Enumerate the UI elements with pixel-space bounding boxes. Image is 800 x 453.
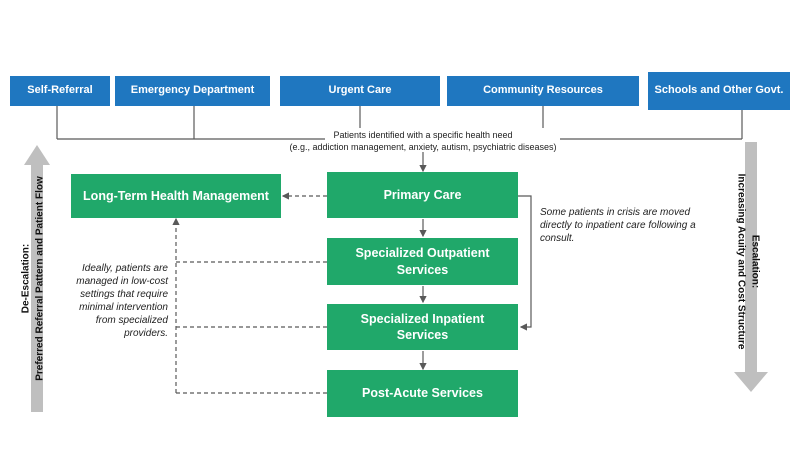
- deescalation-label-line2: Preferred Referral Pattern and Patient F…: [34, 176, 45, 381]
- escalation-label-line1: Escalation:: [749, 234, 761, 289]
- primary-care-box: Primary Care: [327, 172, 518, 218]
- escalation-label-line2: Increasing Acuity and Cost Structure: [736, 173, 747, 350]
- source-community-resources: Community Resources: [447, 76, 639, 106]
- deescalation-arrow: [24, 145, 50, 412]
- source-urgent-care: Urgent Care: [280, 76, 440, 106]
- ideal-note: Ideally, patients are managed in low-cos…: [76, 263, 168, 339]
- intake-note-line1: Patients identified with a specific heal…: [333, 130, 513, 140]
- intake-note-line2: (e.g., addiction management, anxiety, au…: [289, 141, 557, 152]
- crisis-note: Some patients in crisis are moved direct…: [540, 207, 696, 244]
- crisis-bypass-arrow: [518, 195, 532, 331]
- deescalation-dashed-lines: [172, 192, 327, 394]
- post-acute-services-box: Post-Acute Services: [327, 370, 518, 417]
- source-emergency-department: Emergency Department: [115, 76, 270, 106]
- source-schools-govt: Schools and Other Govt.: [648, 72, 790, 110]
- specialized-inpatient-box: Specialized Inpatient Services: [327, 304, 518, 350]
- specialized-outpatient-box: Specialized Outpatient Services: [327, 238, 518, 285]
- long-term-health-management-box: Long-Term Health Management: [71, 174, 281, 218]
- deescalation-label: De-Escalation: Preferred Referral Patter…: [20, 159, 47, 399]
- intake-note: Patients identified with a specific heal…: [275, 130, 571, 153]
- source-bracket: [56, 106, 743, 140]
- deescalation-label-line1: De-Escalation:: [20, 243, 32, 314]
- source-self-referral: Self-Referral: [10, 76, 110, 106]
- escalation-arrow: [734, 142, 768, 392]
- escalation-label: Escalation: Increasing Acuity and Cost S…: [735, 162, 762, 362]
